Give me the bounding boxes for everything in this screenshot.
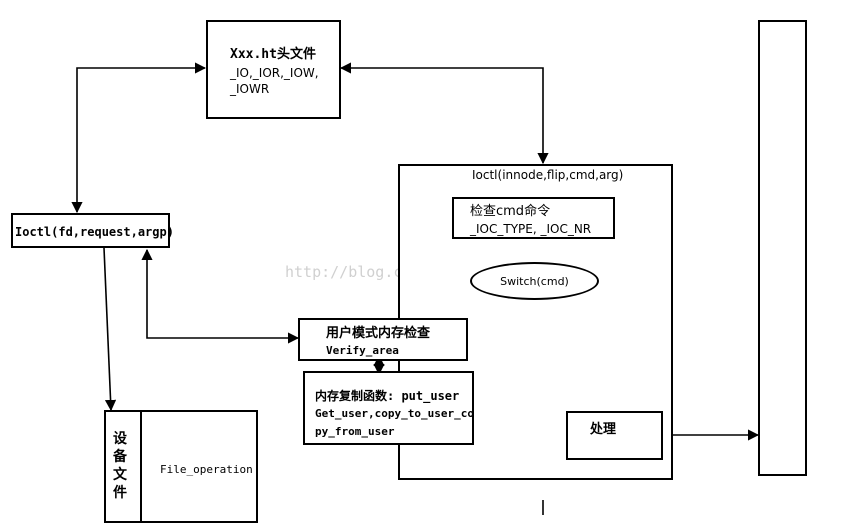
check-cmd-title: 检查cmd命令 <box>470 204 551 219</box>
switch-label: Switch(cmd) <box>500 275 569 288</box>
copy-functions-line1: 内存复制函数: put_user <box>315 389 460 403</box>
right-column <box>758 20 807 476</box>
kernel-ioctl-title: Ioctl(innode,flip,cmd,arg) <box>472 168 624 182</box>
device-file-operation: File_operation <box>160 463 253 476</box>
verify-area-func: Verify_area <box>326 344 399 357</box>
header-file-macros: _IO,_IOR,_IOW, <box>230 66 319 80</box>
ioctl-call-box: Ioctl(fd,request,argp) <box>11 213 174 248</box>
check-cmd-macros: _IOC_TYPE, _IOC_NR <box>470 222 592 236</box>
check-cmd-box: 检查cmd命令 _IOC_TYPE, _IOC_NR <box>452 197 615 239</box>
ioctl-call-label: Ioctl(fd,request,argp) <box>15 225 174 239</box>
process-box: 处理 <box>566 411 663 460</box>
arrow-header-to-kernel <box>339 62 549 165</box>
verify-area-box: 用户模式内存检查 Verify_area <box>298 318 468 361</box>
device-file-divider <box>140 412 142 521</box>
header-file-macros-cont: _IOWR <box>230 82 270 96</box>
arrow-header-to-ioctl <box>71 62 207 214</box>
arrow-ioctl-to-device <box>103 247 117 412</box>
switch-ellipse: Switch(cmd) <box>470 262 599 300</box>
copy-functions-box: 内存复制函数: put_user Get_user,copy_to_user_c… <box>303 371 474 445</box>
arrow-ioctl-to-verify <box>141 248 300 344</box>
copy-functions-line2: Get_user,copy_to_user_co <box>315 407 474 420</box>
verify-area-title: 用户模式内存检查 <box>326 326 431 341</box>
device-file-char-4: 件 <box>113 485 127 501</box>
header-file-box: Xxx.ht头文件 _IO,_IOR,_IOW, _IOWR <box>206 20 341 119</box>
device-file-box: 设 备 文 件 File_operation <box>104 410 258 523</box>
process-label: 处理 <box>590 422 617 437</box>
device-file-char-1: 设 <box>113 431 127 447</box>
copy-functions-line3: py_from_user <box>315 425 395 438</box>
device-file-char-2: 备 <box>113 449 127 465</box>
device-file-char-3: 文 <box>113 467 127 483</box>
header-file-title: Xxx.ht头文件 <box>230 47 316 62</box>
